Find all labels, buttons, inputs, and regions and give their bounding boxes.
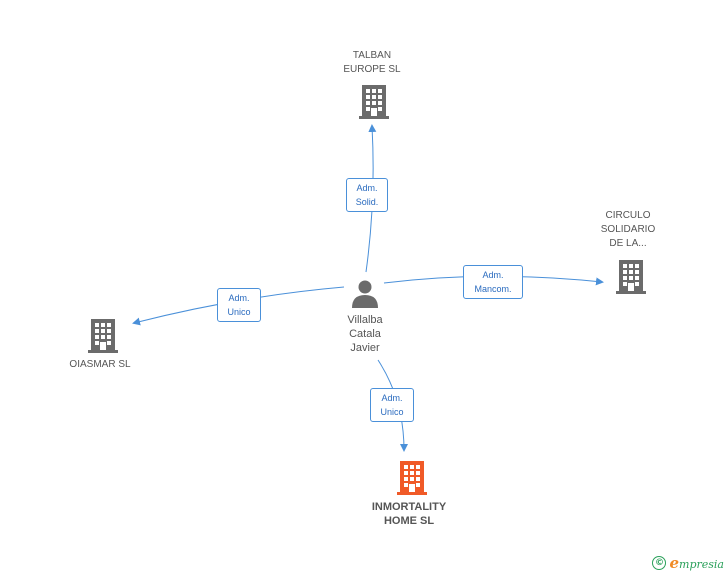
- person-label[interactable]: Villalba Catala Javier: [347, 314, 383, 354]
- relation-label-talban: Adm. Solid.: [346, 178, 388, 212]
- copyright-icon: ©: [652, 556, 667, 570]
- relation-label-inmortality: Adm. Unico: [370, 388, 414, 422]
- building-icon[interactable]: [88, 319, 118, 358]
- building-icon[interactable]: [616, 260, 646, 299]
- company-label-oiasmar[interactable]: OIASMAR SL: [69, 359, 131, 370]
- relation-label-oiasmar: Adm. Unico: [217, 288, 261, 322]
- building-icon[interactable]: [359, 85, 389, 124]
- relation-label-circulo: Adm. Mancom.: [463, 265, 523, 299]
- company-label-inmortality[interactable]: INMORTALITY HOME SL: [371, 501, 447, 527]
- person-icon[interactable]: [350, 278, 380, 313]
- empresia-logo: © empresia: [652, 554, 724, 572]
- building-icon[interactable]: [397, 461, 427, 500]
- company-label-circulo[interactable]: CIRCULO SOLIDARIO DE LA...: [600, 210, 656, 249]
- company-label-talban[interactable]: TALBAN EUROPE SL: [343, 50, 401, 75]
